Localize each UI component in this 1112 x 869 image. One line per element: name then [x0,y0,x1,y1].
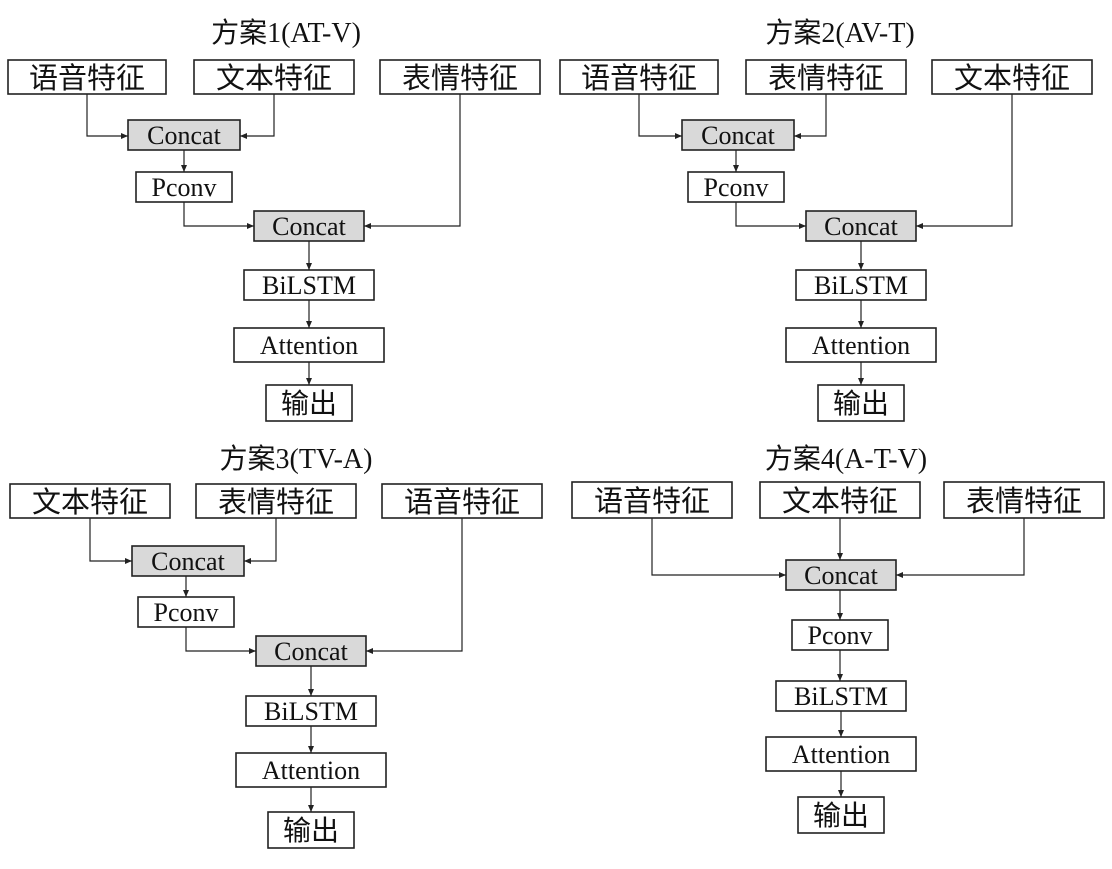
scheme-2-concat-1: Concat [681,119,795,151]
scheme-4-attention-label: Attention [792,740,890,769]
scheme-3-pconv: Pconv [137,596,235,628]
scheme-3-input-1-label: 文本特征 [32,486,148,519]
scheme-1-title: 方案1(AT-V) [211,17,361,49]
scheme-4-pconv: Pconv [791,619,889,651]
scheme-2-input-2: 表情特征 [745,59,907,95]
scheme-1-concat-2-label: Concat [272,212,346,241]
scheme-4: 方案4(A-T-V) 语音特征 文本特征 表情特征 Concat Pconv B… [571,443,1105,834]
scheme-1-pconv-label: Pconv [152,173,217,202]
scheme-3-input-3-label: 语音特征 [404,486,520,519]
scheme-3-output: 输出 [267,811,355,849]
scheme-2-input-3-label: 文本特征 [954,62,1070,95]
scheme-3-concat-1: Concat [131,545,245,577]
scheme-1-input-2-label: 文本特征 [216,62,332,95]
scheme-2-bilstm: BiLSTM [795,269,927,301]
scheme-1-output: 输出 [265,384,353,422]
scheme-2-connectors [638,94,1013,385]
scheme-3-input-1: 文本特征 [9,483,171,519]
scheme-1-output-label: 输出 [281,388,337,420]
scheme-3-input-3: 语音特征 [381,483,543,519]
scheme-2-pconv-label: Pconv [704,173,769,202]
scheme-2-bilstm-label: BiLSTM [814,271,908,300]
scheme-3-input-2-label: 表情特征 [218,486,334,519]
scheme-1: 方案1(AT-V) 语音特征 文本特征 表情特征 Concat Pconv Co… [7,17,541,422]
scheme-4-input-1: 语音特征 [571,481,733,519]
scheme-2-output-label: 输出 [833,388,889,420]
scheme-1-concat-1: Concat [127,119,241,151]
scheme-4-input-2-label: 文本特征 [782,485,898,518]
scheme-2-concat-1-label: Concat [701,121,775,150]
scheme-1-input-3: 表情特征 [379,59,541,95]
scheme-1-attention-label: Attention [260,331,358,360]
scheme-2-concat-2-label: Concat [824,212,898,241]
scheme-2-output: 输出 [817,384,905,422]
scheme-3-attention: Attention [235,752,387,788]
scheme-2-attention-label: Attention [812,331,910,360]
scheme-1-pconv: Pconv [135,171,233,203]
scheme-4-output: 输出 [797,796,885,834]
scheme-2-input-1-label: 语音特征 [581,62,697,95]
scheme-4-concat-label: Concat [804,561,878,590]
scheme-3-attention-label: Attention [262,756,360,785]
scheme-1-input-2: 文本特征 [193,59,355,95]
scheme-1-input-1: 语音特征 [7,59,167,95]
scheme-4-input-3: 表情特征 [943,481,1105,519]
scheme-1-attention: Attention [233,327,385,363]
scheme-4-concat: Concat [785,559,897,591]
scheme-4-attention: Attention [765,736,917,772]
scheme-1-bilstm: BiLSTM [243,269,375,301]
scheme-3-connectors [89,518,463,812]
scheme-2-attention: Attention [785,327,937,363]
scheme-3: 方案3(TV-A) 文本特征 表情特征 语音特征 Concat Pconv Co… [9,443,543,849]
scheme-1-bilstm-label: BiLSTM [262,271,356,300]
scheme-3-concat-2: Concat [255,635,367,667]
scheme-4-pconv-label: Pconv [808,621,873,650]
scheme-2-concat-2: Concat [805,210,917,242]
scheme-4-input-3-label: 表情特征 [966,485,1082,518]
scheme-1-concat-1-label: Concat [147,121,221,150]
scheme-1-connectors [86,94,461,385]
scheme-2-input-3: 文本特征 [931,59,1093,95]
scheme-4-title: 方案4(A-T-V) [765,443,927,475]
scheme-2-input-1: 语音特征 [559,59,719,95]
scheme-2-pconv: Pconv [687,171,785,203]
scheme-3-input-2: 表情特征 [195,483,357,519]
scheme-2-title: 方案2(AV-T) [765,17,914,49]
scheme-3-output-label: 输出 [283,815,339,847]
scheme-1-concat-2: Concat [253,210,365,242]
scheme-2-input-2-label: 表情特征 [768,62,884,95]
scheme-3-title: 方案3(TV-A) [220,443,373,475]
scheme-1-input-3-label: 表情特征 [402,62,518,95]
scheme-4-bilstm: BiLSTM [775,680,907,712]
scheme-3-concat-2-label: Concat [274,637,348,666]
scheme-3-concat-1-label: Concat [151,547,225,576]
scheme-4-input-2: 文本特征 [759,481,921,519]
scheme-4-output-label: 输出 [813,800,869,832]
scheme-1-input-1-label: 语音特征 [29,62,145,95]
scheme-4-connectors [651,518,1025,797]
scheme-2: 方案2(AV-T) 语音特征 表情特征 文本特征 Concat Pconv Co… [559,17,1093,422]
scheme-3-bilstm: BiLSTM [245,695,377,727]
scheme-3-pconv-label: Pconv [154,598,219,627]
scheme-4-bilstm-label: BiLSTM [794,682,888,711]
scheme-3-bilstm-label: BiLSTM [264,697,358,726]
scheme-4-input-1-label: 语音特征 [594,485,710,518]
